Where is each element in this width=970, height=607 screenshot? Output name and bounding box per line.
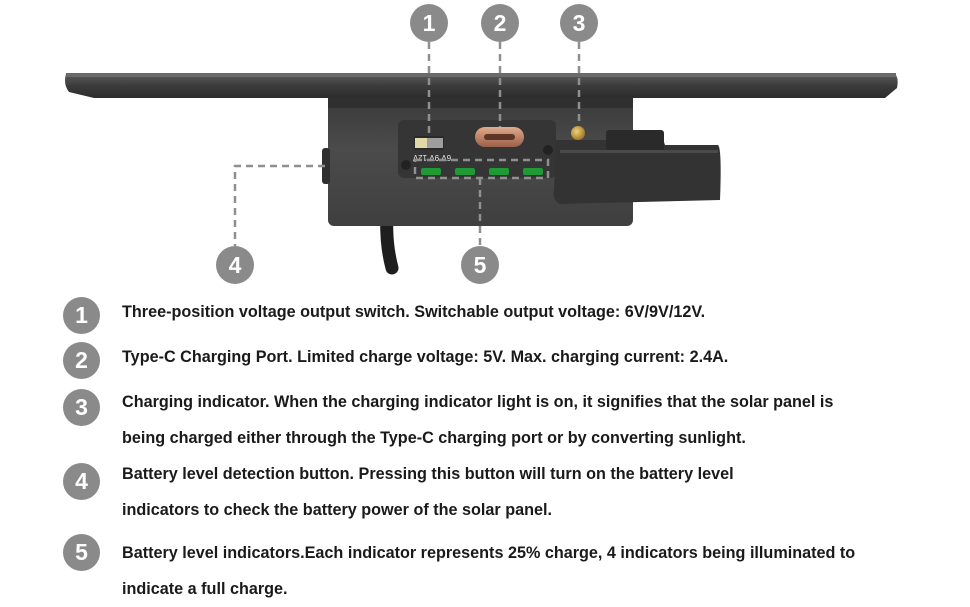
callout-line-4	[233, 164, 325, 246]
feature-text-1-line-1: Three-position voltage output switch. Sw…	[122, 303, 706, 321]
svg-text:2: 2	[494, 10, 507, 36]
battery-led-2	[455, 168, 475, 175]
feature-text-3-line-1: Charging indicator. When the charging in…	[122, 393, 834, 411]
small-round-button[interactable]	[401, 160, 411, 170]
feature-badge-5: 5	[63, 534, 100, 571]
diagram-callout-2: 2	[481, 4, 519, 42]
charging-indicator-led	[571, 126, 585, 140]
voltage-switch[interactable]	[414, 136, 444, 150]
battery-level-indicators	[421, 168, 543, 175]
battery-led-4	[523, 168, 543, 175]
feature-badge-1: 1	[63, 297, 100, 334]
battery-check-button[interactable]	[322, 148, 330, 184]
diagram-callout-4: 4	[216, 246, 254, 284]
feature-text-1: Three-position voltage output switch. Sw…	[122, 294, 950, 330]
battery-led-3	[489, 168, 509, 175]
svg-text:1: 1	[423, 10, 436, 36]
diagram-callout-1: 1	[410, 4, 448, 42]
feature-badge-2: 2	[63, 342, 100, 379]
feature-text-5-line-1: Battery level indicators.Each indicator …	[122, 544, 856, 562]
svg-text:3: 3	[573, 10, 586, 36]
feature-text-2-line-1: Type-C Charging Port. Limited charge vol…	[122, 348, 729, 366]
feature-text-4-line-2: indicators to check the battery power of…	[122, 501, 552, 519]
feature-badge-4: 4	[63, 463, 100, 500]
callout-box-5	[413, 158, 550, 180]
svg-text:5: 5	[474, 252, 487, 278]
feature-text-3-line-2: being charged either through the Type-C …	[122, 429, 746, 447]
feature-text-4-line-1: Battery level detection button. Pressing…	[122, 465, 734, 483]
feature-text-4: Battery level detection button. Pressing…	[122, 456, 950, 528]
solar-panel-edge	[65, 73, 898, 98]
lid-pin	[543, 145, 553, 155]
diagram-callout-3: 3	[560, 4, 598, 42]
battery-led-1	[421, 168, 441, 175]
port-cover-lid[interactable]	[553, 130, 721, 204]
feature-text-5: Battery level indicators.Each indicator …	[122, 535, 950, 607]
switch-marking: 6V 9V 12V	[412, 153, 451, 162]
product-diagram: 6V 9V 12V 1 2 3	[65, 4, 898, 284]
diagram-callout-5: 5	[461, 246, 499, 284]
type-c-port[interactable]	[475, 127, 524, 147]
svg-text:4: 4	[229, 252, 242, 278]
feature-text-5-line-2: indicate a full charge.	[122, 580, 288, 598]
feature-text-3: Charging indicator. When the charging in…	[122, 384, 950, 456]
feature-badge-3: 3	[63, 389, 100, 426]
feature-text-2: Type-C Charging Port. Limited charge vol…	[122, 339, 950, 375]
callout-lines	[233, 42, 581, 246]
